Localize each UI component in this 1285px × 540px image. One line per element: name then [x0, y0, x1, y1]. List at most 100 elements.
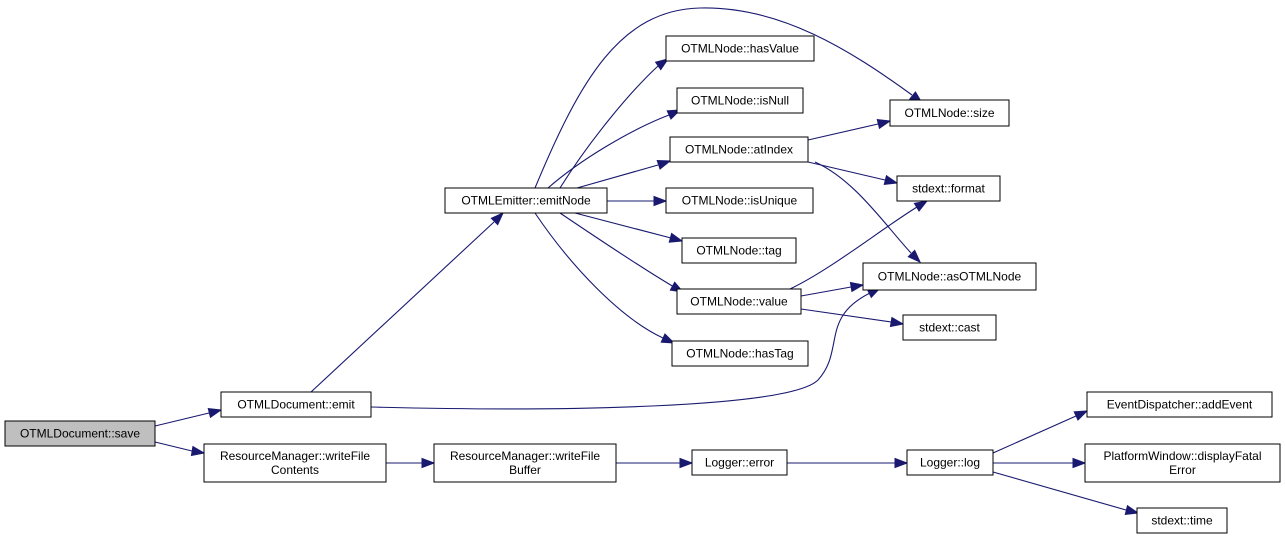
- arrowhead-icon: [653, 195, 668, 207]
- node-label: OTMLDocument::save: [20, 427, 140, 441]
- edge-line: [814, 161, 912, 254]
- node-isNull[interactable]: OTMLNode::isNull: [676, 87, 804, 114]
- node-label: OTMLNode::isNull: [691, 94, 789, 108]
- arrowhead-icon: [490, 211, 505, 226]
- edge-line: [559, 65, 659, 189]
- arrowhead-icon: [883, 174, 899, 186]
- node-isUnique[interactable]: OTMLNode::isUnique: [665, 187, 814, 214]
- node-hasTag[interactable]: OTMLNode::hasTag: [671, 340, 809, 367]
- node-asOTMLNode[interactable]: OTMLNode::asOTMLNode: [862, 262, 1037, 291]
- node-label: ResourceManager::writeFile: [220, 449, 370, 463]
- node-box: [896, 175, 1001, 202]
- node-box: [691, 449, 788, 476]
- edge-line: [800, 286, 852, 297]
- arrowhead-icon: [913, 200, 929, 212]
- edges-layer: [154, 7, 1140, 516]
- node-emit[interactable]: OTMLDocument::emit: [220, 391, 372, 418]
- node-time[interactable]: stdext::time: [1136, 507, 1228, 534]
- edge-line: [807, 123, 879, 141]
- node-box: [669, 136, 809, 163]
- arrowhead-icon: [190, 445, 206, 457]
- edge-save-to-emit: [154, 407, 223, 427]
- node-label: OTMLNode::hasValue: [681, 42, 799, 56]
- node-addEvent[interactable]: EventDispatcher::addEvent: [1086, 391, 1273, 418]
- node-label: Error: [1169, 463, 1196, 477]
- edge-emitNode-to-hasValue: [559, 58, 670, 189]
- node-label: OTMLNode::hasTag: [686, 347, 793, 361]
- arrowhead-icon: [907, 249, 922, 264]
- node-cast[interactable]: stdext::cast: [902, 314, 997, 341]
- edge-log-to-addEvent: [992, 410, 1089, 454]
- node-box: [681, 237, 797, 264]
- node-box: [665, 35, 815, 62]
- node-label: ResourceManager::writeFile: [450, 449, 600, 463]
- node-atIndex[interactable]: OTMLNode::atIndex: [669, 136, 809, 163]
- node-label: Buffer: [509, 463, 541, 477]
- arrowhead-icon: [656, 159, 672, 170]
- edge-log-to-displayFatalError: [993, 457, 1087, 469]
- arrowhead-icon: [894, 457, 909, 469]
- edge-line: [370, 292, 871, 410]
- arrowhead-icon: [668, 232, 684, 243]
- edge-save-to-writeFileContents: [154, 441, 206, 457]
- edge-emitNode-to-tag: [574, 212, 684, 243]
- edge-value-to-format: [789, 200, 929, 290]
- edge-emitNode-to-isUnique: [607, 195, 668, 207]
- node-label: OTMLNode::size: [904, 106, 994, 120]
- node-format[interactable]: stdext::format: [896, 175, 1001, 202]
- edge-error-to-log: [787, 457, 909, 469]
- node-label: PlatformWindow::displayFatal: [1103, 449, 1261, 463]
- node-error[interactable]: Logger::error: [691, 449, 788, 476]
- edge-atIndex-to-size: [807, 118, 892, 141]
- nodes-layer: OTMLDocument::save OTMLDocument::emitReso…: [4, 35, 1281, 534]
- node-box: [902, 314, 997, 341]
- edge-line: [576, 164, 659, 189]
- node-label: stdext::time: [1151, 514, 1213, 528]
- node-box: [1136, 507, 1228, 534]
- edge-atIndex-to-asOTMLNode: [814, 161, 922, 264]
- arrowhead-icon: [849, 281, 865, 293]
- node-emitNode[interactable]: OTMLEmitter::emitNode: [444, 187, 608, 214]
- edge-emitNode-to-hasTag: [534, 212, 676, 344]
- edge-line: [534, 212, 664, 339]
- node-box: [1084, 443, 1281, 483]
- node-box: [889, 99, 1010, 127]
- node-save[interactable]: OTMLDocument::save: [4, 420, 156, 447]
- edge-line: [574, 212, 672, 239]
- node-label: OTMLNode::atIndex: [685, 143, 793, 157]
- node-box: [220, 391, 372, 418]
- arrowhead-icon: [207, 407, 223, 419]
- arrowhead-icon: [1124, 504, 1140, 516]
- node-box: [665, 187, 814, 214]
- node-box: [906, 449, 994, 476]
- edge-line: [992, 471, 1127, 511]
- arrowhead-icon: [1073, 410, 1089, 421]
- node-label: Logger::log: [920, 456, 980, 470]
- arrowhead-icon: [421, 457, 436, 469]
- node-tag[interactable]: OTMLNode::tag: [681, 237, 797, 264]
- node-size[interactable]: OTMLNode::size: [889, 99, 1010, 127]
- node-box: [862, 262, 1037, 291]
- node-label: OTMLNode::value: [690, 295, 788, 309]
- node-box: [671, 340, 809, 367]
- edge-emit-to-emitNode: [310, 211, 505, 393]
- edge-line: [154, 412, 210, 427]
- arrowhead-icon: [654, 58, 670, 71]
- node-log[interactable]: Logger::log: [906, 449, 994, 476]
- node-label: OTMLEmitter::emitNode: [461, 194, 591, 208]
- edge-line: [310, 221, 495, 393]
- node-box: [433, 443, 617, 483]
- node-value[interactable]: OTMLNode::value: [676, 288, 802, 315]
- edge-emitNode-to-atIndex: [576, 159, 672, 189]
- node-label: Contents: [271, 463, 319, 477]
- node-hasValue[interactable]: OTMLNode::hasValue: [665, 35, 815, 62]
- node-label: EventDispatcher::addEvent: [1107, 398, 1253, 412]
- arrowhead-icon: [679, 457, 694, 469]
- node-box: [1086, 391, 1273, 418]
- edge-line: [992, 415, 1077, 454]
- edge-writeFileContents-to-writeFileBuffer: [386, 457, 436, 469]
